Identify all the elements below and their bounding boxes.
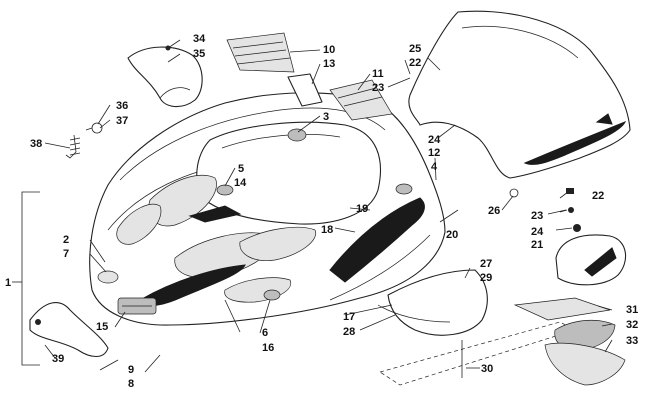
callout-5: 5 (238, 163, 244, 175)
windshield (408, 10, 631, 179)
callout-38: 38 (30, 138, 42, 150)
mirror-housing (127, 45, 203, 108)
callout-23-windshield: 23 (372, 82, 384, 94)
hood (89, 92, 446, 326)
callout-3: 3 (323, 111, 329, 123)
callout-26: 26 (488, 205, 500, 217)
callout-31: 31 (626, 304, 638, 316)
callout-2: 2 (63, 234, 69, 246)
callout-29: 29 (480, 272, 492, 284)
callout-20: 20 (446, 229, 458, 241)
callout-27: 27 (480, 258, 492, 270)
callout-21: 21 (531, 239, 543, 251)
windshield-trim-decal (329, 79, 393, 121)
callout-4: 4 (431, 161, 438, 173)
callout-14: 14 (234, 177, 247, 189)
callout-22-windshield: 22 (409, 57, 421, 69)
callout-15: 15 (96, 321, 108, 333)
skid-plate-decal (513, 297, 611, 321)
callout-7: 7 (63, 248, 69, 260)
side-decal-graphic (329, 197, 425, 283)
callout-36: 36 (116, 100, 128, 112)
callout-24-bracket: 24 (531, 226, 544, 238)
deflector-bracket (555, 234, 627, 286)
spring-assembly (65, 122, 103, 159)
callout-17: 17 (343, 311, 355, 323)
callout-labels: 1 2 3 4 5 6 7 8 9 10 11 12 13 14 15 16 1… (5, 33, 638, 390)
callout-39: 39 (52, 353, 64, 365)
callout-9: 9 (128, 364, 134, 376)
callout-33: 33 (626, 335, 638, 347)
callout-35: 35 (193, 48, 205, 60)
callout-19: 19 (356, 203, 368, 215)
windshield-hardware (509, 188, 581, 232)
callout-11: 11 (372, 68, 384, 80)
callout-25: 25 (409, 43, 421, 55)
front-bumper-left (29, 302, 109, 358)
callout-18: 18 (321, 224, 333, 236)
callout-24-windshield: 24 (428, 134, 441, 146)
skid-plate-lower (544, 342, 626, 386)
callout-6: 6 (262, 327, 268, 339)
callout-23-bracket: 23 (531, 210, 543, 222)
callout-30: 30 (481, 363, 493, 375)
callout-34: 34 (193, 33, 206, 45)
callout-13: 13 (323, 58, 335, 70)
hood-decal-top (226, 32, 323, 107)
callout-8: 8 (128, 378, 134, 390)
callout-37: 37 (116, 115, 128, 127)
callout-16: 16 (262, 342, 274, 354)
callout-28: 28 (343, 326, 355, 338)
callout-22-bracket: 22 (592, 190, 604, 202)
leader-lines (44, 39, 613, 373)
callout-12: 12 (428, 147, 440, 159)
callout-10: 10 (323, 44, 335, 56)
callout-1: 1 (5, 277, 11, 289)
callout-32: 32 (626, 319, 638, 331)
